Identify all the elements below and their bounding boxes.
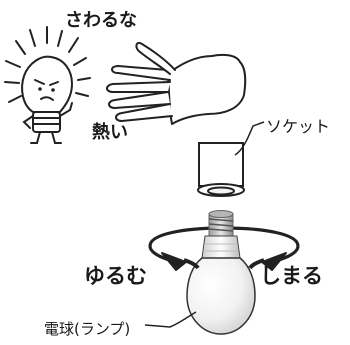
character-head bbox=[21, 55, 74, 113]
hot-label: 熱い bbox=[92, 121, 128, 143]
socket-leader-line bbox=[234, 121, 265, 156]
bulb-leader-line bbox=[144, 311, 197, 328]
hand-illustration bbox=[106, 42, 247, 125]
bulb-neck bbox=[201, 235, 241, 259]
bulb-label: 電球(ランプ) bbox=[44, 320, 130, 338]
tighten-arrow-icon bbox=[261, 252, 287, 271]
loosen-label: ゆるむ bbox=[84, 264, 147, 288]
bulb-globe bbox=[186, 257, 256, 335]
loosen-arrow-icon bbox=[161, 252, 187, 271]
tighten-label: しまる bbox=[260, 264, 323, 288]
hot-bulb-character bbox=[4, 26, 91, 144]
socket-body bbox=[198, 142, 244, 187]
socket bbox=[197, 142, 245, 197]
socket-label: ソケット bbox=[266, 117, 330, 136]
light-bulb bbox=[186, 210, 256, 335]
character-body bbox=[32, 111, 61, 133]
heat-rays bbox=[4, 26, 91, 103]
dont-touch-label: さわるな bbox=[65, 10, 137, 31]
